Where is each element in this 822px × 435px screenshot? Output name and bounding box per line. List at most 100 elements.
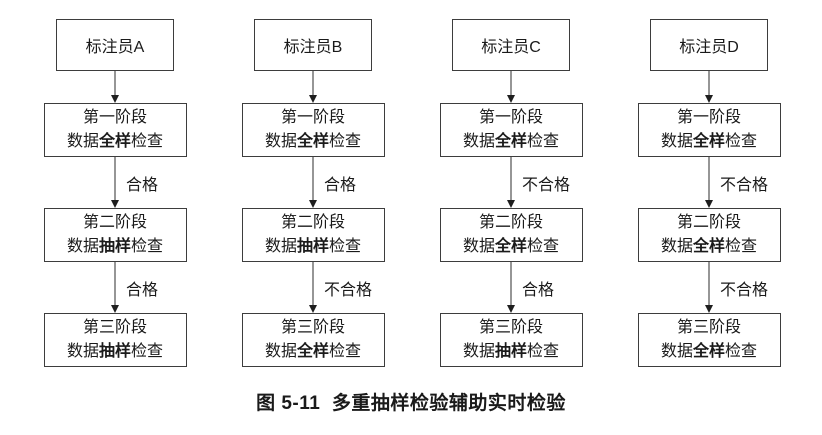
- arrow-line: [114, 157, 116, 202]
- arrow-label: 不合格: [720, 281, 769, 299]
- flow-arrow: 合格: [426, 262, 596, 313]
- stage-text-post: 检查: [725, 238, 758, 255]
- arrow-label: 不合格: [522, 176, 571, 194]
- stage-text-pre: 数据: [66, 133, 99, 150]
- flow-arrow: [228, 71, 398, 103]
- arrow-line: [708, 71, 710, 97]
- arrow-head-icon: [705, 95, 713, 103]
- arrow-line: [114, 71, 116, 97]
- stage-text-post: 检查: [131, 133, 164, 150]
- arrow-line: [312, 262, 314, 307]
- stage-subtitle: 数据抽样检查: [67, 340, 163, 364]
- stage-text-bold: 抽样: [98, 343, 131, 360]
- stage-box: 第三阶段 数据全样检查: [241, 313, 385, 367]
- arrow-head-icon: [309, 95, 317, 103]
- figure-caption: 图 5-11 多重抽样检验辅助实时检验: [256, 393, 566, 414]
- stage-text-bold: 抽样: [98, 238, 131, 255]
- annotator-column-c: 标注员C 第一阶段 数据全样检查 不合格 第二阶段 数据全样检查: [426, 19, 596, 367]
- flow-arrow: 合格: [228, 157, 398, 208]
- arrow-head-icon: [111, 95, 119, 103]
- stage-text-pre: 数据: [660, 343, 693, 360]
- stage-text-pre: 数据: [264, 343, 297, 360]
- stage-subtitle: 数据全样检查: [661, 130, 757, 154]
- stage-box: 第一阶段 数据全样检查: [439, 103, 583, 157]
- arrow-head-icon: [507, 95, 515, 103]
- stage-text-pre: 数据: [66, 343, 99, 360]
- stage-box: 第三阶段 数据全样检查: [637, 313, 781, 367]
- arrow-label: 不合格: [720, 176, 769, 194]
- stage-box: 第三阶段 数据抽样检查: [439, 313, 583, 367]
- stage-subtitle: 数据全样检查: [463, 235, 559, 259]
- stage-text-bold: 全样: [296, 133, 329, 150]
- stage-text-pre: 数据: [462, 343, 495, 360]
- annotator-header: 标注员D: [650, 19, 768, 71]
- annotator-header-label: 标注员C: [481, 39, 541, 56]
- stage-text-post: 检查: [725, 343, 758, 360]
- stage-text-post: 检查: [131, 238, 164, 255]
- stage-title: 第一阶段: [676, 109, 741, 126]
- arrow-label: 不合格: [324, 281, 373, 299]
- flow-arrow: 不合格: [228, 262, 398, 313]
- stage-text-post: 检查: [329, 133, 362, 150]
- stage-text-post: 检查: [329, 238, 362, 255]
- stage-text-pre: 数据: [660, 133, 693, 150]
- stage-text-bold: 抽样: [494, 343, 527, 360]
- stage-subtitle: 数据全样检查: [661, 235, 757, 259]
- flow-arrow: 合格: [30, 157, 200, 208]
- arrow-head-icon: [507, 200, 515, 208]
- arrow-line: [312, 157, 314, 202]
- stage-title: 第三阶段: [82, 319, 147, 336]
- stage-title: 第三阶段: [676, 319, 741, 336]
- stage-title: 第一阶段: [478, 109, 543, 126]
- flow-arrow: 不合格: [624, 157, 794, 208]
- flow-arrow: 不合格: [426, 157, 596, 208]
- stage-text-post: 检查: [527, 238, 560, 255]
- stage-subtitle: 数据抽样检查: [265, 235, 361, 259]
- annotator-header-label: 标注员D: [679, 39, 739, 56]
- flow-arrow: 合格: [30, 262, 200, 313]
- stage-text-pre: 数据: [462, 238, 495, 255]
- stage-text-post: 检查: [527, 343, 560, 360]
- arrow-label: 合格: [126, 176, 159, 194]
- stage-subtitle: 数据全样检查: [67, 130, 163, 154]
- flow-arrow: [30, 71, 200, 103]
- annotator-header: 标注员B: [254, 19, 372, 71]
- flow-arrow: [426, 71, 596, 103]
- stage-title: 第三阶段: [280, 319, 345, 336]
- arrow-line: [114, 262, 116, 307]
- annotator-header: 标注员A: [56, 19, 174, 71]
- flow-arrow: [624, 71, 794, 103]
- stage-text-bold: 全样: [98, 133, 131, 150]
- stage-title: 第一阶段: [280, 109, 345, 126]
- annotator-header-label: 标注员B: [283, 39, 343, 56]
- arrow-head-icon: [705, 305, 713, 313]
- stage-box: 第一阶段 数据全样检查: [241, 103, 385, 157]
- stage-text-pre: 数据: [66, 238, 99, 255]
- stage-title: 第一阶段: [82, 109, 147, 126]
- arrow-line: [312, 71, 314, 97]
- arrow-line: [510, 157, 512, 202]
- stage-title: 第二阶段: [82, 214, 147, 231]
- arrow-label: 合格: [324, 176, 357, 194]
- stage-box: 第二阶段 数据抽样检查: [241, 208, 385, 262]
- annotator-column-d: 标注员D 第一阶段 数据全样检查 不合格 第二阶段 数据全样检查: [624, 19, 794, 367]
- arrow-head-icon: [309, 305, 317, 313]
- stage-text-bold: 全样: [692, 133, 725, 150]
- stage-text-pre: 数据: [660, 238, 693, 255]
- stage-title: 第二阶段: [478, 214, 543, 231]
- arrow-line: [510, 71, 512, 97]
- stage-text-pre: 数据: [462, 133, 495, 150]
- stage-subtitle: 数据全样检查: [463, 130, 559, 154]
- stage-box: 第二阶段 数据全样检查: [637, 208, 781, 262]
- annotator-column-b: 标注员B 第一阶段 数据全样检查 合格 第二阶段 数据抽样检查: [228, 19, 398, 367]
- arrow-head-icon: [507, 305, 515, 313]
- stage-text-post: 检查: [725, 133, 758, 150]
- flowchart: 标注员A 第一阶段 数据全样检查 合格 第二阶段 数据抽样检查: [30, 19, 794, 367]
- arrow-label: 合格: [522, 281, 555, 299]
- stage-text-post: 检查: [131, 343, 164, 360]
- stage-text-pre: 数据: [264, 238, 297, 255]
- arrow-line: [708, 262, 710, 307]
- stage-box: 第二阶段 数据全样检查: [439, 208, 583, 262]
- annotator-header-label: 标注员A: [85, 39, 145, 56]
- stage-text-pre: 数据: [264, 133, 297, 150]
